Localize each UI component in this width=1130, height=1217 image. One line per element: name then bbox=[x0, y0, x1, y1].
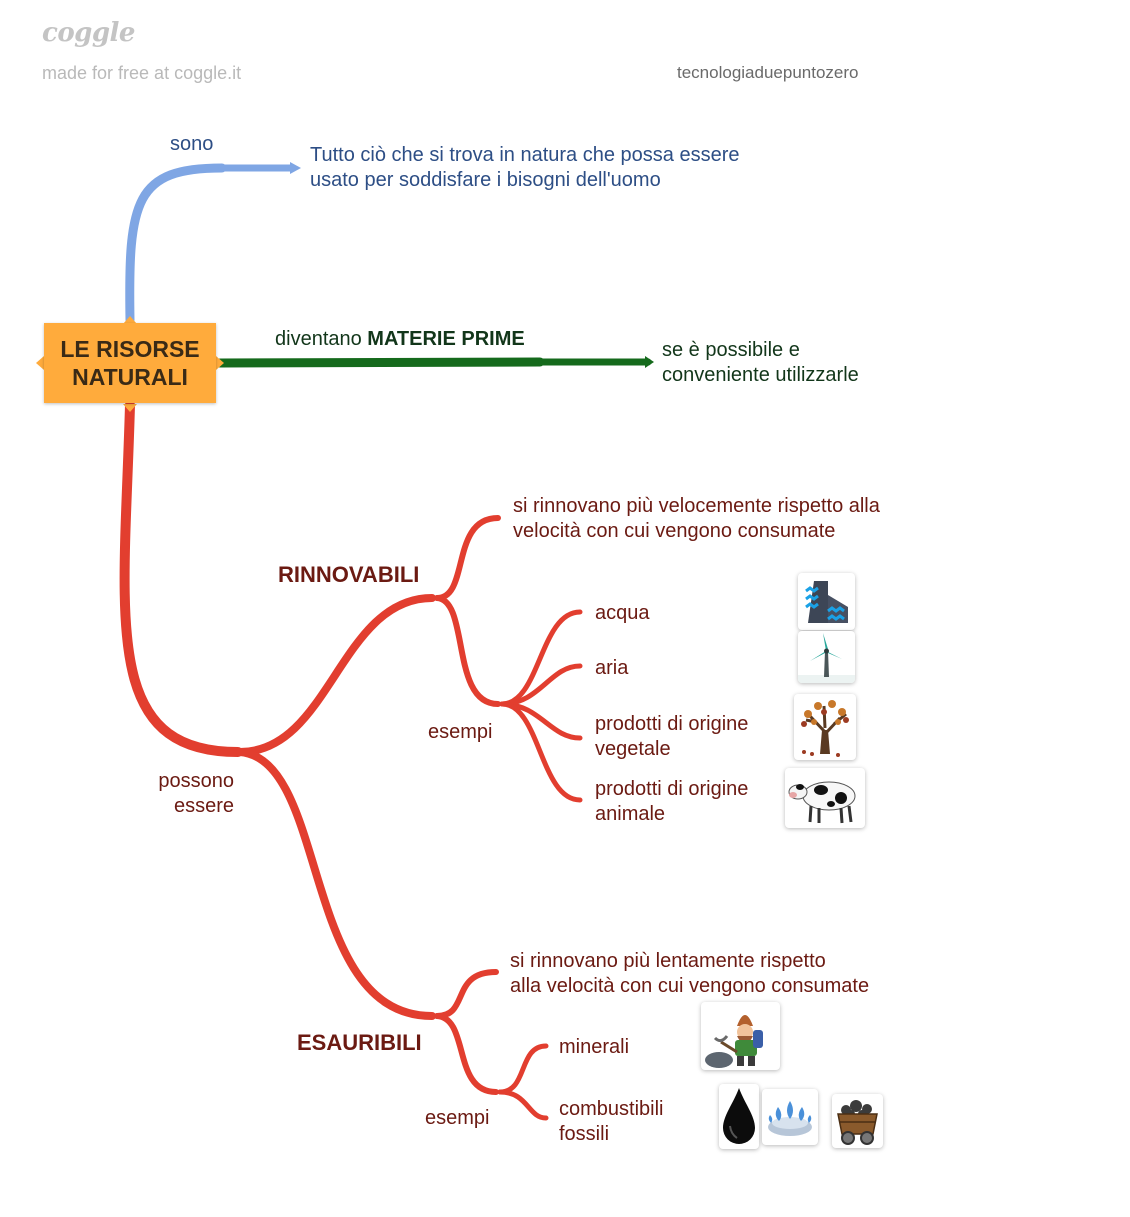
root-line1: LE RISORSE bbox=[60, 336, 200, 362]
rinnovabili-def-line1: si rinnovano più velocemente rispetto al… bbox=[513, 495, 880, 517]
possono-line1: possono bbox=[158, 770, 234, 792]
possono-line2: essere bbox=[173, 795, 234, 817]
made-for-free-link[interactable]: made for free at coggle.it bbox=[42, 63, 242, 83]
node-animale[interactable]: prodotti di origine animale bbox=[595, 777, 748, 827]
coal-cart-icon[interactable] bbox=[832, 1094, 883, 1148]
oil-drop-icon[interactable] bbox=[719, 1084, 759, 1149]
esauribili-def-line1: si rinnovano più lentamente rispetto bbox=[510, 950, 826, 972]
label-prefix: diventano bbox=[275, 328, 368, 350]
definition-line1: Tutto ciò che si trova in natura che pos… bbox=[310, 144, 740, 166]
animale-line1: prodotti di origine bbox=[595, 778, 749, 800]
vegetale-line2: vegetale bbox=[595, 738, 671, 760]
combustibili-line2: fossili bbox=[559, 1123, 610, 1145]
combustibili-line1: combustibili bbox=[559, 1098, 664, 1120]
branch-label-possono-essere: possono essere bbox=[155, 769, 234, 819]
node-acqua[interactable]: acqua bbox=[595, 602, 650, 624]
conveniente-line1: se è possibile e bbox=[662, 339, 800, 361]
esauribili-def-line2: alla velocità con cui vengono consumate bbox=[510, 975, 870, 997]
gas-flame-icon[interactable] bbox=[762, 1089, 818, 1145]
label-esempi-esauribili: esempi bbox=[425, 1107, 490, 1129]
node-definition[interactable]: Tutto ciò che si trova in natura che pos… bbox=[310, 143, 739, 193]
branch-label-materie-prime: diventano MATERIE PRIME bbox=[275, 327, 525, 352]
node-minerali[interactable]: minerali bbox=[559, 1036, 630, 1058]
node-esauribili[interactable]: ESAURIBILI bbox=[297, 1030, 422, 1055]
branch-materie-prime bbox=[215, 357, 545, 368]
label-esempi-rinnovabili: esempi bbox=[428, 721, 493, 743]
label-bold: MATERIE PRIME bbox=[367, 328, 525, 350]
vegetale-line1: prodotti di origine bbox=[595, 713, 749, 735]
rinnovabili-def-line2: velocità con cui vengono consumate bbox=[513, 520, 836, 542]
node-aria[interactable]: aria bbox=[595, 657, 629, 679]
cow-icon[interactable] bbox=[785, 768, 865, 828]
branch-possono-essere bbox=[119, 400, 243, 757]
node-esauribili-definition[interactable]: si rinnovano più lentamente rispetto all… bbox=[510, 949, 869, 999]
node-rinnovabili[interactable]: RINNOVABILI bbox=[278, 562, 420, 587]
branch-sono bbox=[125, 163, 227, 325]
coggle-logo: coggle bbox=[42, 18, 135, 48]
wind-turbine-icon[interactable] bbox=[798, 631, 855, 683]
miner-icon[interactable] bbox=[701, 1002, 780, 1070]
node-combustibili-fossili[interactable]: combustibili fossili bbox=[559, 1097, 663, 1147]
node-rinnovabili-definition[interactable]: si rinnovano più velocemente rispetto al… bbox=[513, 494, 880, 544]
node-conveniente[interactable]: se è possibile e conveniente utilizzarle bbox=[662, 338, 859, 388]
node-vegetale[interactable]: prodotti di origine vegetale bbox=[595, 712, 748, 762]
branch-label-sono: sono bbox=[170, 133, 214, 155]
root-line2: NATURALI bbox=[72, 364, 188, 390]
conveniente-line2: conveniente utilizzarle bbox=[662, 364, 859, 386]
definition-line2: usato per soddisfare i bisogni dell'uomo bbox=[310, 169, 661, 191]
tree-icon[interactable] bbox=[794, 694, 856, 760]
dam-icon[interactable] bbox=[798, 573, 855, 630]
animale-line2: animale bbox=[595, 803, 666, 825]
author-name: tecnologiaduepuntozero bbox=[677, 63, 859, 82]
root-node[interactable]: LE RISORSE NATURALI bbox=[44, 323, 216, 403]
